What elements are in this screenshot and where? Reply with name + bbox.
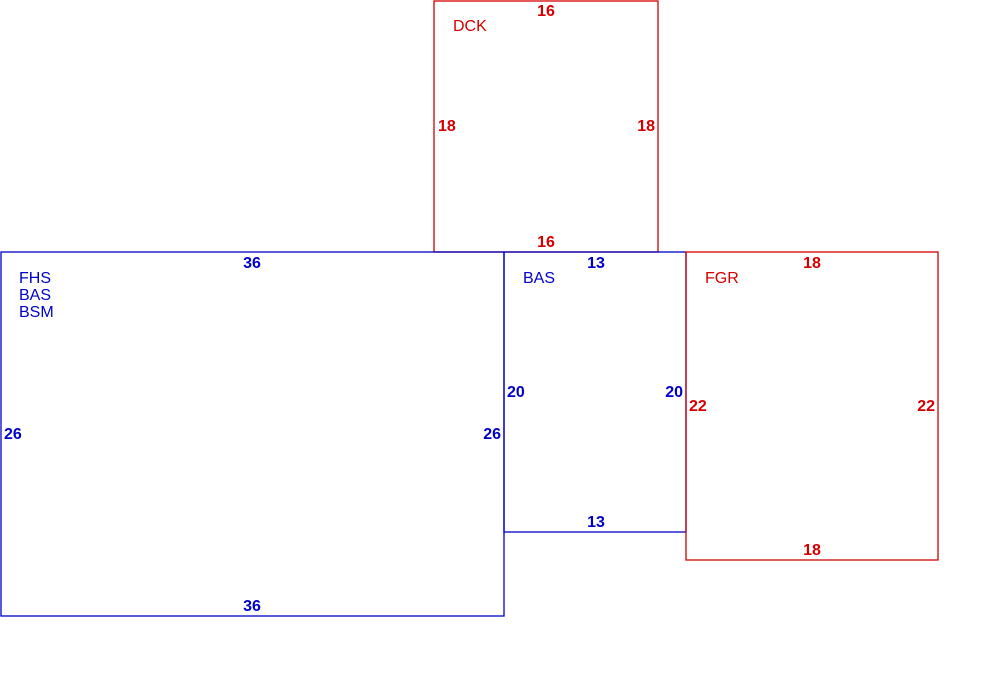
room-fhs-code-2: BAS: [19, 287, 51, 304]
room-dck-dim-top: 16: [537, 3, 555, 20]
room-fgr-dim-left: 22: [689, 398, 707, 415]
room-bas-outline: [503, 251, 687, 533]
room-fgr-outline: [685, 251, 939, 561]
room-dck-outline: [433, 0, 659, 253]
room-fgr-dim-bottom: 18: [803, 542, 821, 559]
room-bas-dim-left: 20: [507, 384, 525, 401]
room-dck-dim-bottom: 16: [537, 234, 555, 251]
room-bas-dim-top: 13: [587, 255, 605, 272]
room-fgr: FGR 18 18 22 22: [685, 251, 939, 561]
room-fhs-dim-left: 26: [4, 426, 22, 443]
room-dck-dim-left: 18: [438, 118, 456, 135]
room-bas-dim-right: 20: [665, 384, 683, 401]
room-fhs-code-3: BSM: [19, 304, 54, 321]
room-bas: BAS 13 13 20 20: [503, 251, 687, 533]
room-fhs-code-1: FHS: [19, 270, 51, 287]
room-bas-dim-bottom: 13: [587, 514, 605, 531]
room-bas-code: BAS: [523, 270, 555, 287]
room-fhs-dim-right: 26: [483, 426, 501, 443]
room-fhs-outline: [0, 251, 505, 617]
room-dck-dim-right: 18: [637, 118, 655, 135]
room-fgr-dim-top: 18: [803, 255, 821, 272]
room-dck: DCK 16 16 18 18: [433, 0, 659, 253]
room-fhs-dim-bottom: 36: [243, 598, 261, 615]
room-fgr-code: FGR: [705, 270, 739, 287]
room-fhs: FHS BAS BSM 36 36 26 26: [0, 251, 505, 617]
room-fhs-dim-top: 36: [243, 255, 261, 272]
room-dck-code: DCK: [453, 18, 487, 35]
room-fgr-dim-right: 22: [917, 398, 935, 415]
